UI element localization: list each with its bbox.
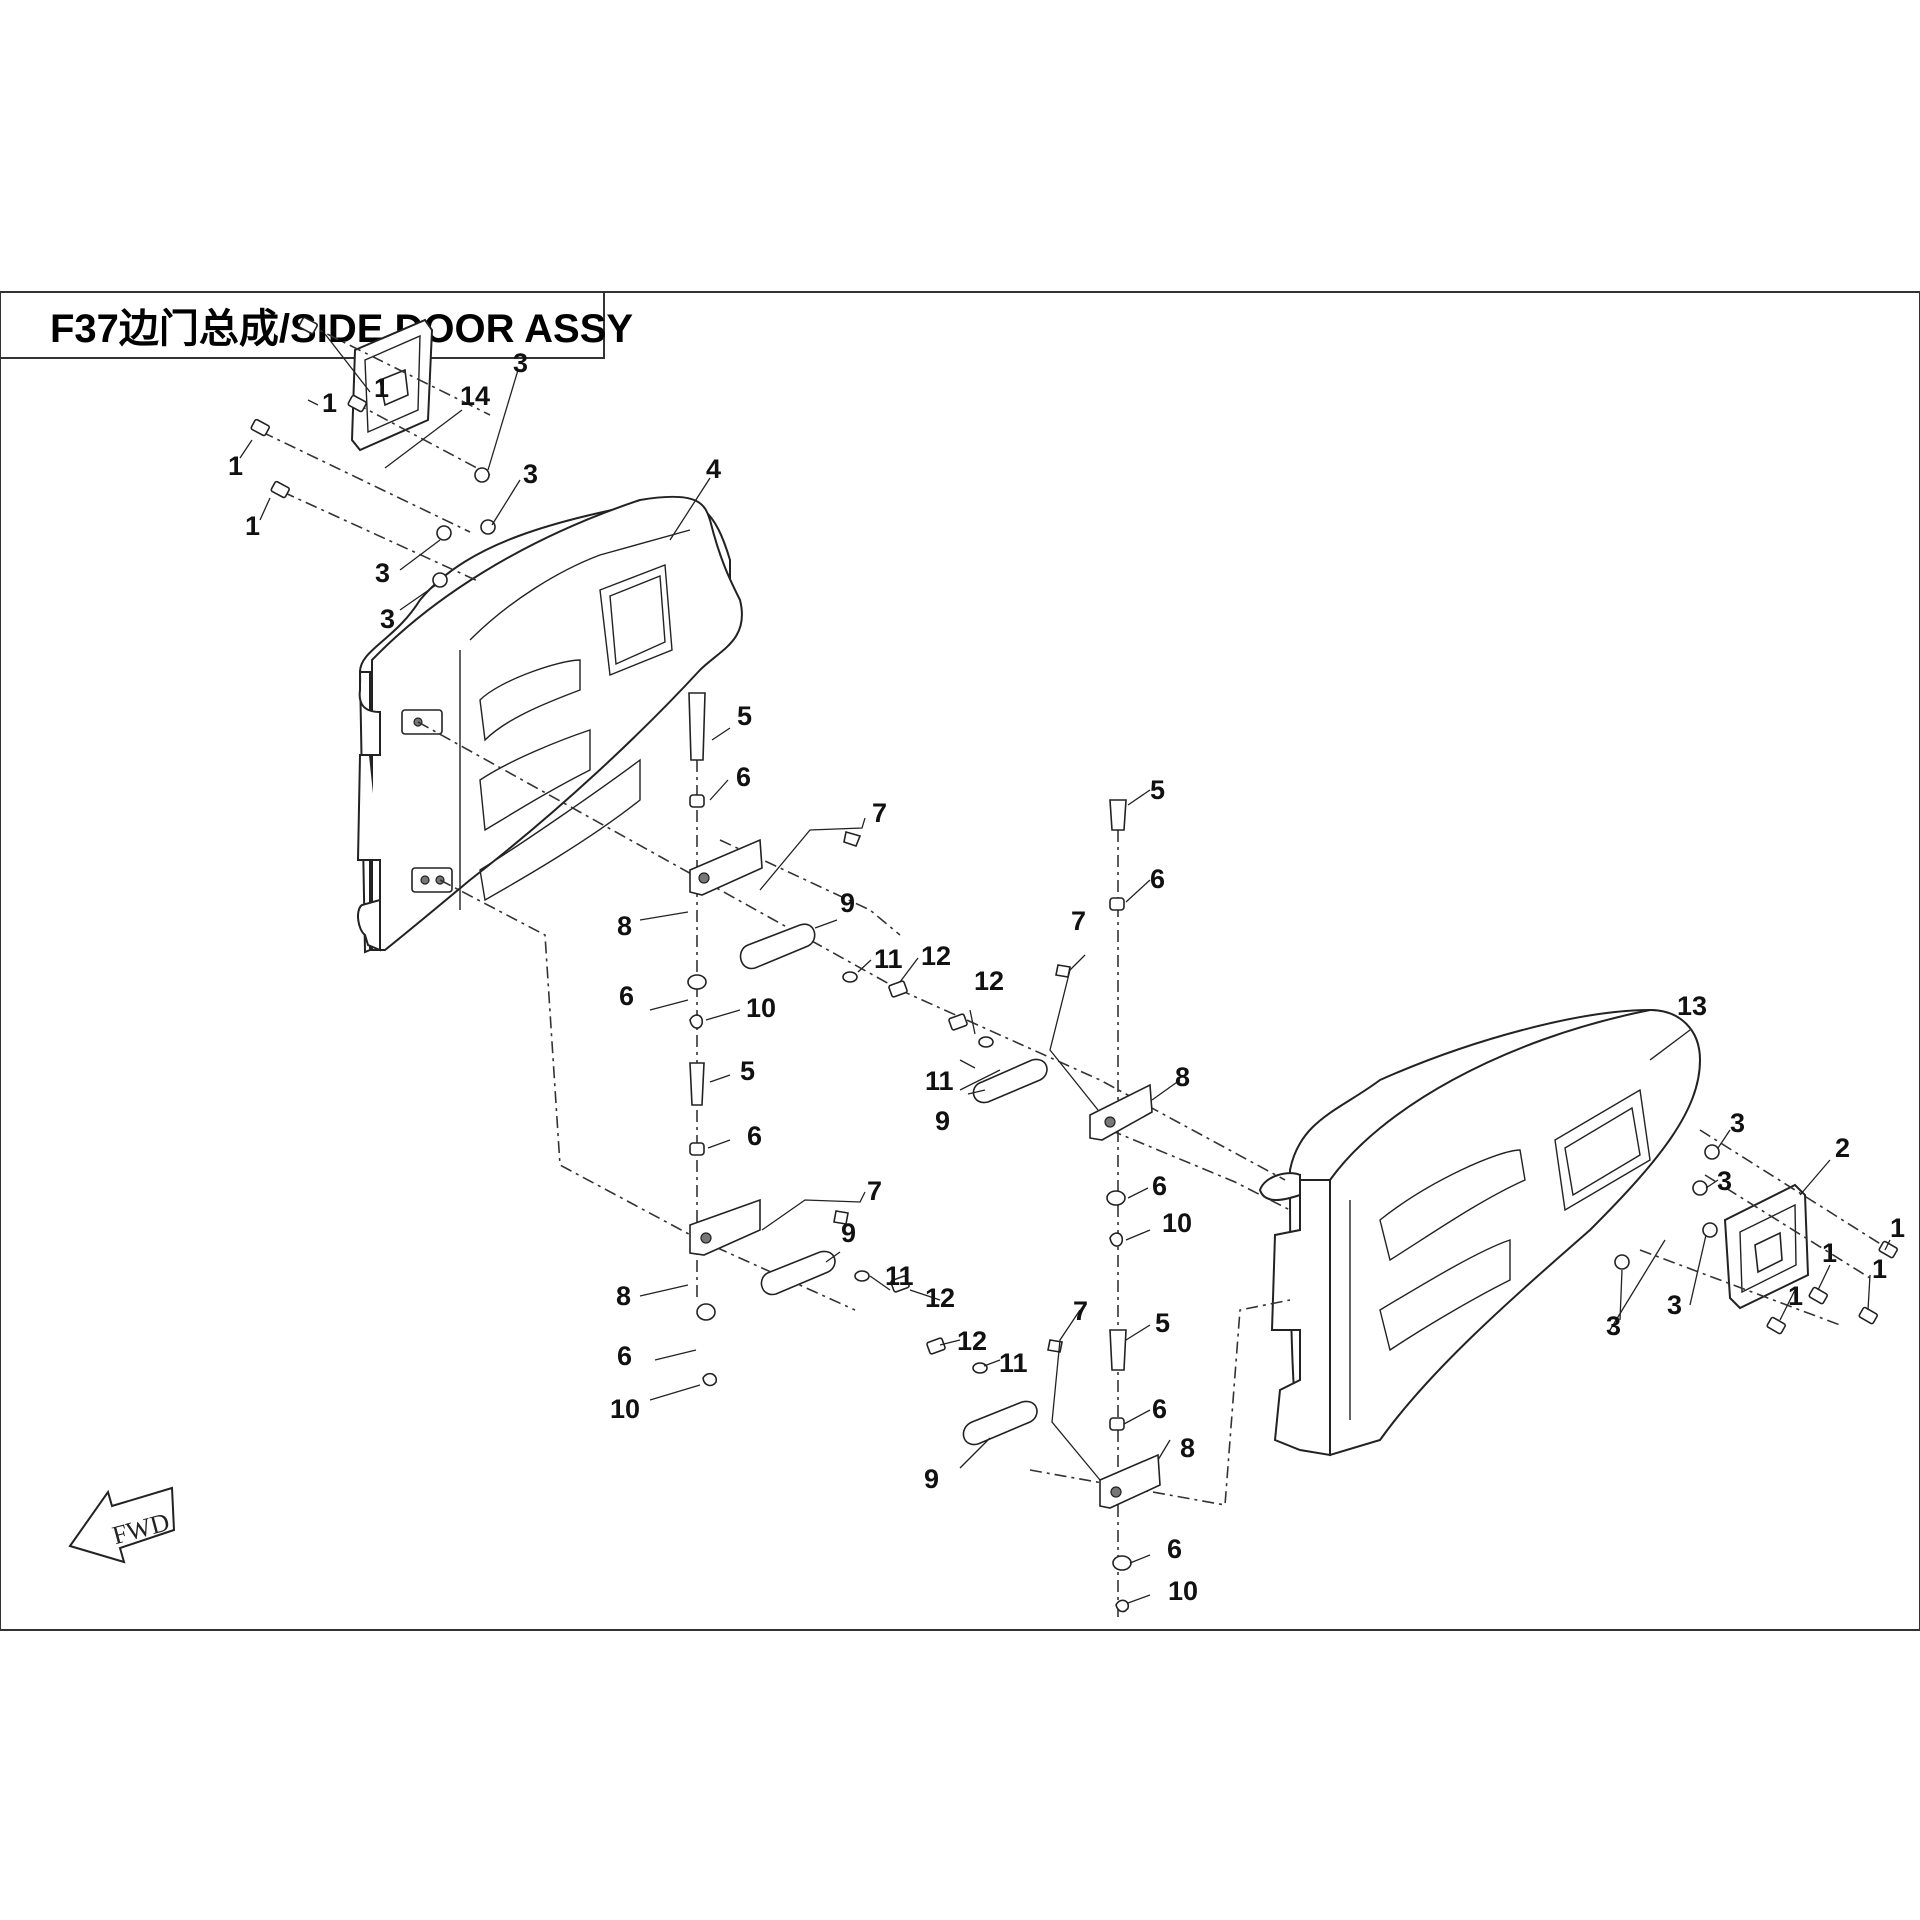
callout-1: 1 bbox=[228, 451, 243, 481]
callout-6: 6 bbox=[1152, 1394, 1167, 1424]
callout-8: 8 bbox=[617, 911, 632, 941]
callout-5: 5 bbox=[737, 701, 752, 731]
diagram-title: F37边门总成/SIDE DOOR ASSY bbox=[50, 307, 633, 351]
right-door-panel bbox=[1258, 1008, 1702, 1457]
callout-1: 1 bbox=[1822, 1238, 1837, 1268]
callout-1: 1 bbox=[374, 373, 389, 403]
callout-6: 6 bbox=[736, 762, 751, 792]
leader-lines bbox=[239, 333, 1891, 1604]
hardware bbox=[250, 316, 1898, 1613]
callout-7: 7 bbox=[1073, 1296, 1088, 1326]
callout-11: 11 bbox=[925, 1066, 954, 1096]
callout-5: 5 bbox=[1155, 1308, 1170, 1338]
callout-4: 4 bbox=[706, 454, 721, 484]
latch-bracket-14 bbox=[350, 318, 434, 452]
callout-5: 5 bbox=[1150, 775, 1165, 805]
callout-8: 8 bbox=[1180, 1433, 1195, 1463]
callout-10: 10 bbox=[746, 993, 776, 1023]
callout-10: 10 bbox=[610, 1394, 640, 1424]
callout-5: 5 bbox=[740, 1056, 755, 1086]
callout-3: 3 bbox=[1606, 1311, 1621, 1341]
callout-3: 3 bbox=[380, 604, 395, 634]
callout-2: 2 bbox=[1835, 1133, 1850, 1163]
callout-6: 6 bbox=[1167, 1534, 1182, 1564]
callout-1: 1 bbox=[322, 388, 337, 418]
callout-12: 12 bbox=[957, 1326, 987, 1356]
callout-11: 11 bbox=[885, 1261, 914, 1291]
callout-8: 8 bbox=[1175, 1062, 1190, 1092]
callout-13: 13 bbox=[1677, 991, 1707, 1021]
callout-12: 12 bbox=[974, 966, 1004, 996]
callout-3: 3 bbox=[375, 558, 390, 588]
callout-3: 3 bbox=[513, 348, 528, 378]
callout-8: 8 bbox=[616, 1281, 631, 1311]
callout-3: 3 bbox=[1717, 1166, 1732, 1196]
callout-11: 11 bbox=[999, 1348, 1028, 1378]
callout-10: 10 bbox=[1168, 1576, 1198, 1606]
callout-1: 1 bbox=[245, 511, 260, 541]
callout-12: 12 bbox=[921, 941, 951, 971]
callout-6: 6 bbox=[747, 1121, 762, 1151]
callout-7: 7 bbox=[1071, 906, 1086, 936]
latch-bracket-2 bbox=[1723, 1183, 1810, 1310]
callout-3: 3 bbox=[1730, 1108, 1745, 1138]
assembly-lines bbox=[261, 322, 1891, 1620]
drawing-border bbox=[0, 291, 1920, 1631]
callout-6: 6 bbox=[1150, 864, 1165, 894]
callout-6: 6 bbox=[1152, 1171, 1167, 1201]
callout-10: 10 bbox=[1162, 1208, 1192, 1238]
callout-6: 6 bbox=[617, 1341, 632, 1371]
callout-14: 14 bbox=[460, 381, 490, 411]
callout-12: 12 bbox=[925, 1283, 955, 1313]
callout-9: 9 bbox=[924, 1464, 939, 1494]
callout-3: 3 bbox=[523, 459, 538, 489]
callout-7: 7 bbox=[867, 1176, 882, 1206]
callout-6: 6 bbox=[619, 981, 634, 1011]
callout-9: 9 bbox=[840, 888, 855, 918]
callout-1: 1 bbox=[1890, 1213, 1905, 1243]
callout-1: 1 bbox=[1872, 1254, 1887, 1284]
left-door-panel bbox=[356, 495, 743, 954]
callout-labels: 1 1 1 1 14 3 3 3 3 4 5 6 7 8 9 11 12 6 1… bbox=[228, 348, 1905, 1606]
callout-11: 11 bbox=[874, 944, 903, 974]
callout-7: 7 bbox=[872, 798, 887, 828]
callout-9: 9 bbox=[841, 1218, 856, 1248]
callout-1: 1 bbox=[1788, 1281, 1803, 1311]
fwd-arrow-icon: FWD bbox=[68, 1486, 176, 1564]
callout-9: 9 bbox=[935, 1106, 950, 1136]
callout-3: 3 bbox=[1667, 1290, 1682, 1320]
